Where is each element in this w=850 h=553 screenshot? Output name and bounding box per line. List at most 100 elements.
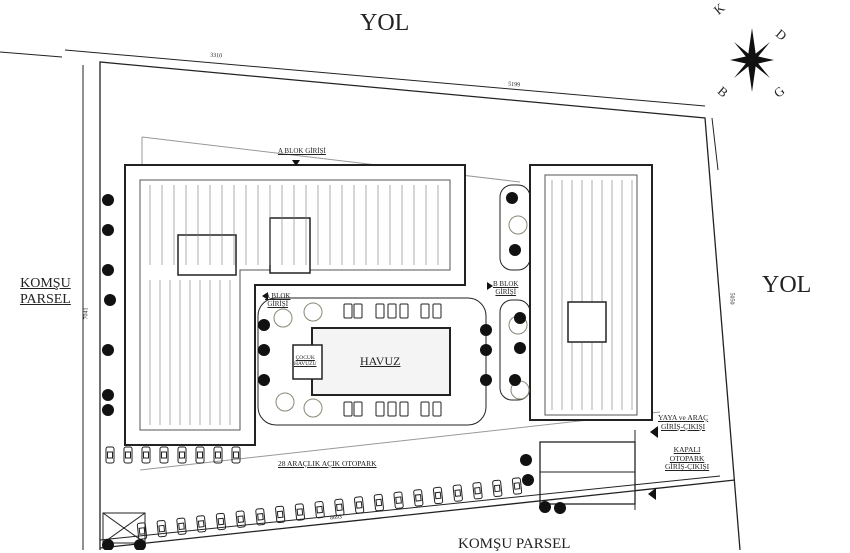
parked-car-icon xyxy=(195,446,205,464)
child-pool-line2: HAVUZU xyxy=(294,361,317,368)
site-boundary xyxy=(99,61,741,550)
garage-ramp xyxy=(539,441,636,505)
sunbed-icon xyxy=(387,303,397,319)
tree-icon xyxy=(514,342,526,354)
sunbed-icon xyxy=(375,401,385,417)
car-body xyxy=(105,446,115,464)
car-roof xyxy=(434,491,442,500)
tree-icon xyxy=(104,294,116,306)
child-pool xyxy=(292,344,323,380)
car-body xyxy=(141,446,151,464)
garage-line2: OTOPARK xyxy=(669,453,705,463)
tree-icon xyxy=(509,244,521,256)
car-roof xyxy=(276,510,284,519)
sunbed-icon xyxy=(343,401,353,417)
parked-car-icon xyxy=(196,515,207,533)
car-roof xyxy=(138,527,146,535)
parked-car-icon xyxy=(176,517,187,535)
tree-icon xyxy=(480,344,492,356)
car-body xyxy=(213,446,223,464)
parked-car-icon xyxy=(334,498,345,516)
parked-car-icon xyxy=(141,446,151,464)
parked-car-icon xyxy=(393,491,404,509)
sunbed-icon xyxy=(375,303,385,319)
road-label-top: YOL xyxy=(360,10,410,36)
parked-car-icon xyxy=(492,479,503,498)
car-body xyxy=(177,446,187,464)
sunbed-icon xyxy=(353,303,363,319)
tree-icon xyxy=(102,389,114,401)
tree-icon xyxy=(102,539,114,550)
garage-entrance: KAPALI OTOPARK GİRİŞ-ÇIKIŞI xyxy=(665,445,710,472)
car-roof xyxy=(296,508,304,516)
parked-car-icon xyxy=(235,510,246,528)
car-body xyxy=(452,484,463,502)
tree-icon xyxy=(102,224,114,236)
parked-car-icon xyxy=(255,508,266,526)
tree-icon xyxy=(258,344,270,356)
car-body xyxy=(123,446,133,464)
road-label-right: YOL xyxy=(762,272,812,298)
car-roof xyxy=(375,498,383,507)
sunbed-icon xyxy=(399,401,409,417)
sunbed-icon xyxy=(353,401,363,417)
parked-car-icon xyxy=(294,503,306,521)
parked-car-icon xyxy=(373,493,384,512)
car-roof xyxy=(125,451,131,459)
b-block-entrance-line1: B BLOK xyxy=(493,280,519,288)
tree-icon xyxy=(539,501,551,513)
car-roof xyxy=(161,451,167,459)
a-block-entrance-line1: A BLOK xyxy=(265,292,291,300)
parked-car-icon xyxy=(231,446,241,464)
tree-icon xyxy=(102,404,114,416)
garage-line3: GİRİŞ-ÇIKIŞI xyxy=(665,462,710,472)
tree-icon xyxy=(480,374,492,386)
umbrella-icon xyxy=(508,215,528,235)
car-roof xyxy=(178,522,185,531)
neighbor-label-bottom: KOMŞU PARSEL xyxy=(458,536,571,552)
parked-car-icon xyxy=(156,519,167,538)
pool-label: HAVUZ xyxy=(360,354,401,368)
parked-car-icon xyxy=(275,505,286,524)
parked-car-icon xyxy=(353,496,365,514)
b-block xyxy=(529,164,653,421)
car-roof xyxy=(454,489,462,497)
car-body xyxy=(195,446,205,464)
tree-icon xyxy=(102,344,114,356)
parked-car-icon xyxy=(413,489,424,507)
car-roof xyxy=(237,515,245,523)
parked-car-icon xyxy=(136,522,148,540)
umbrella-icon xyxy=(273,308,293,328)
car-roof xyxy=(217,517,225,526)
parked-car-icon xyxy=(452,484,463,502)
parked-car-icon xyxy=(472,482,483,500)
car-body xyxy=(176,517,187,535)
sunbed-icon xyxy=(420,401,430,417)
car-roof xyxy=(257,512,264,521)
car-roof xyxy=(215,451,221,459)
a-block-entrance-line2: GİRİŞİ xyxy=(267,300,289,309)
neighbor-left-line2: PARSEL xyxy=(20,292,71,308)
car-roof xyxy=(197,451,203,459)
neighbor-left-line1: KOMŞU xyxy=(20,276,71,291)
tree-icon xyxy=(258,319,270,331)
dim-top-right: 5199 xyxy=(507,81,521,89)
compass-icon xyxy=(730,28,774,92)
pedestrian-line1: YAYA ve ARAÇ xyxy=(658,413,709,422)
pool xyxy=(311,327,451,396)
car-body xyxy=(136,522,148,540)
car-roof xyxy=(233,451,239,459)
tree-icon xyxy=(506,192,518,204)
car-body xyxy=(159,446,169,464)
umbrella-icon xyxy=(275,392,295,412)
car-roof xyxy=(414,494,422,502)
child-pool-line1: ÇOCUK xyxy=(295,355,315,361)
car-body xyxy=(511,477,523,495)
sunbed-icon xyxy=(432,303,442,319)
car-body xyxy=(472,482,483,500)
dim-right: 5050 xyxy=(728,292,735,305)
tree-icon xyxy=(258,374,270,386)
tree-icon xyxy=(102,264,114,276)
parked-car-icon xyxy=(432,486,444,505)
